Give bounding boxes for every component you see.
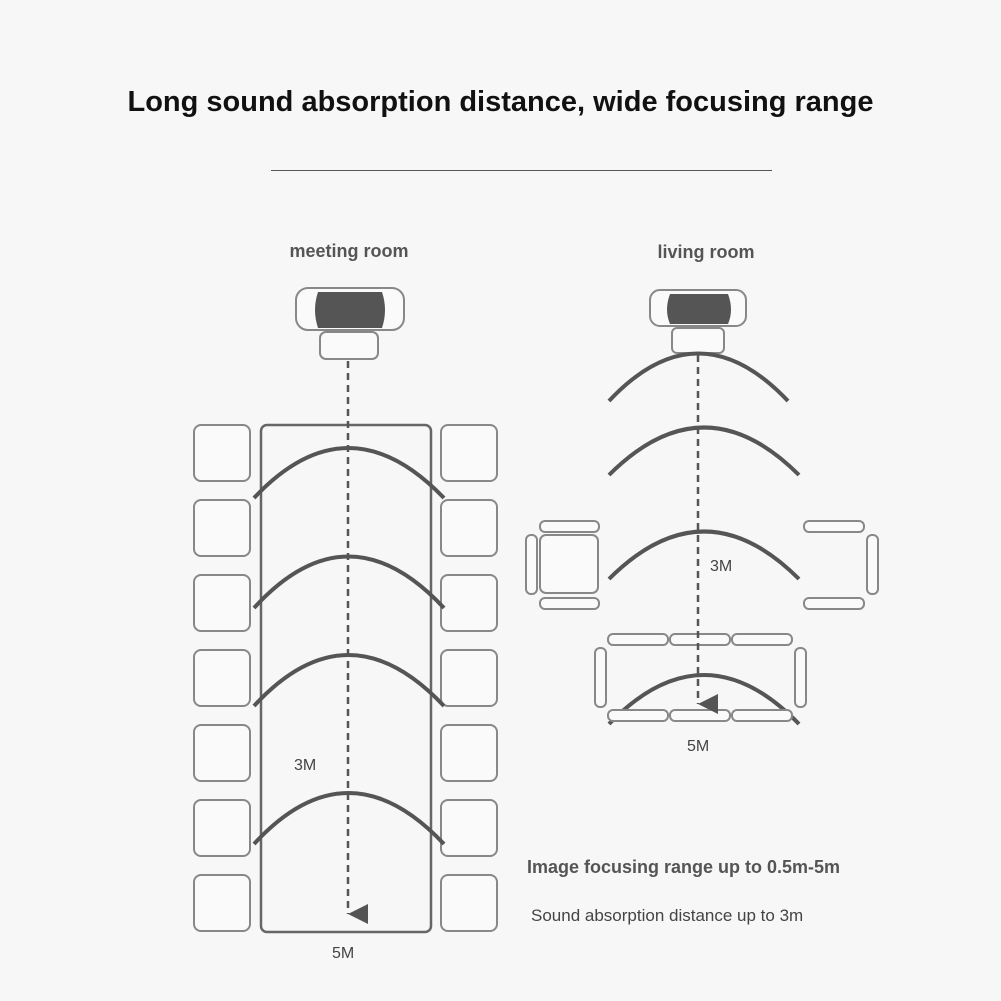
sound-wave-arc (607, 351, 790, 403)
meeting-table (259, 423, 433, 934)
living-sound-waves (607, 351, 801, 726)
meeting-chairs-right (440, 424, 498, 932)
chair-icon (193, 424, 251, 482)
chair-icon (440, 724, 498, 782)
meeting-end-distance-label: 5M (332, 945, 355, 962)
meeting-room-webcam-icon (295, 287, 405, 360)
chair-icon (193, 874, 251, 932)
armchair-right-icon (803, 520, 879, 610)
sound-wave-arc (607, 529, 801, 581)
living-room-webcam-icon (649, 289, 747, 354)
meeting-room-label: meeting room (289, 241, 409, 261)
chair-icon (193, 574, 251, 632)
chair-icon (440, 799, 498, 857)
armchair-left-icon (525, 520, 600, 610)
living-mid-distance-label: 3M (710, 558, 733, 575)
focus-range-caption: Image focusing range up to 0.5m-5m (527, 857, 841, 877)
meeting-chairs-left (193, 424, 251, 932)
chair-icon (193, 499, 251, 557)
chair-icon (440, 499, 498, 557)
title-divider (271, 170, 772, 171)
sound-wave-arc (607, 673, 801, 726)
living-room-label: living room (657, 242, 755, 262)
chair-icon (193, 799, 251, 857)
living-end-distance-label: 5M (687, 738, 710, 755)
page-title: Long sound absorption distance, wide foc… (127, 86, 874, 118)
chair-icon (440, 424, 498, 482)
chair-icon (193, 649, 251, 707)
meeting-mid-distance-label: 3M (294, 757, 317, 774)
sound-distance-caption: Sound absorption distance up to 3m (531, 906, 804, 925)
chair-icon (440, 574, 498, 632)
chair-icon (440, 649, 498, 707)
chair-icon (440, 874, 498, 932)
chair-icon (193, 724, 251, 782)
sound-wave-arc (607, 425, 801, 477)
